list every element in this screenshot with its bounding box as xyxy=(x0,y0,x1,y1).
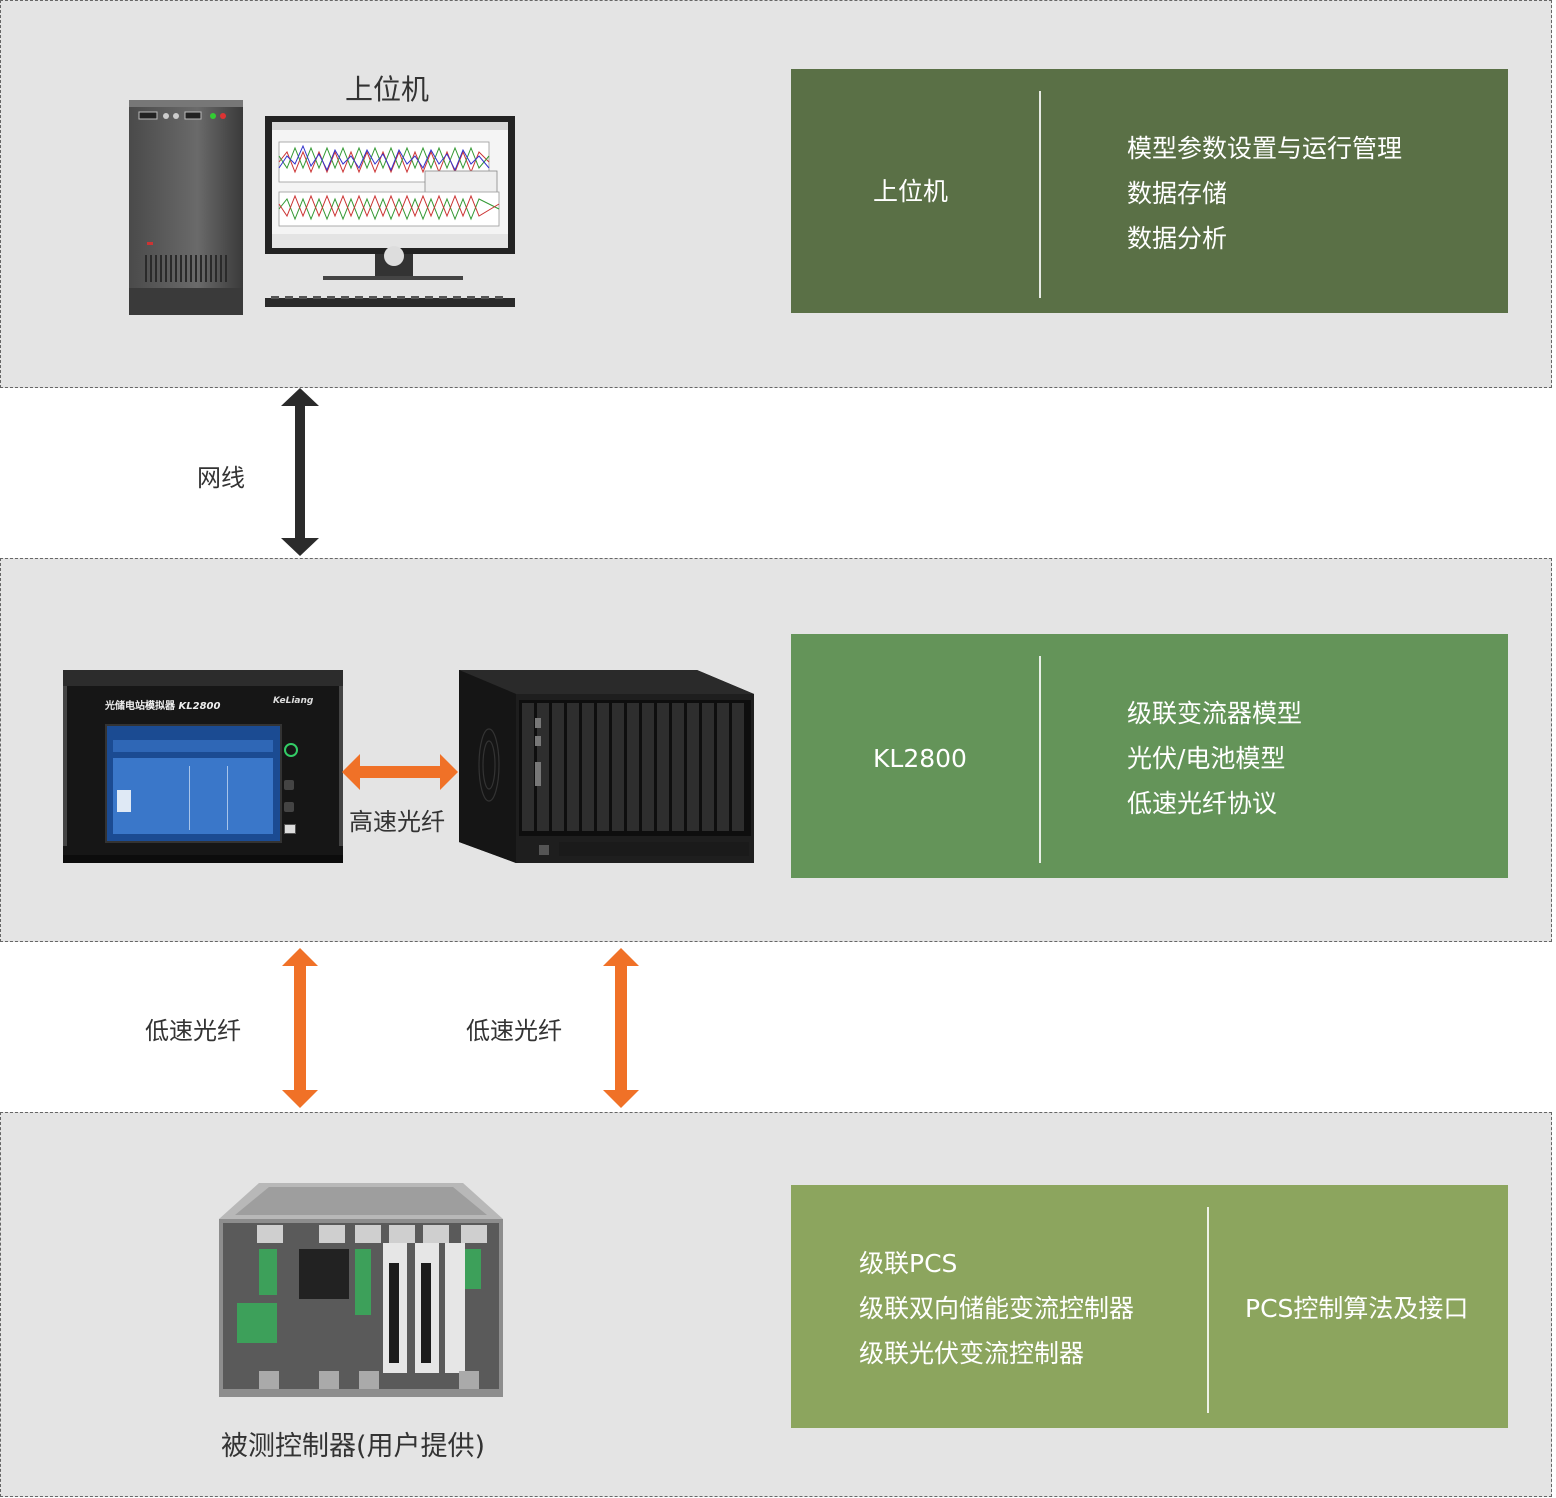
controller-type-1: 级联PCS xyxy=(859,1249,958,1278)
simulator-io-chassis xyxy=(459,670,756,865)
usb-port-icon xyxy=(284,824,296,834)
pc-tower-image xyxy=(129,100,243,315)
simulator-function-1: 级联变流器模型 xyxy=(1127,699,1303,728)
simulator-title-label: 光储电站模拟器 KL2800 xyxy=(105,701,221,712)
panel-divider xyxy=(1207,1207,1209,1413)
low-speed-fiber-label-left: 低速光纤 xyxy=(145,1017,241,1045)
network-cable-label: 网线 xyxy=(197,464,245,492)
panel-divider xyxy=(1039,656,1041,863)
simulator-panel-title: KL2800 xyxy=(873,744,967,773)
low-speed-fiber-label-right: 低速光纤 xyxy=(466,1017,562,1045)
host-computer-panel: 上位机 模型参数设置与运行管理 数据存储 数据分析 xyxy=(791,69,1508,313)
controller-panel: 级联PCS 级联双向储能变流控制器 级联光伏变流控制器 PCS控制算法及接口 xyxy=(791,1185,1508,1428)
front-button-1 xyxy=(284,780,294,790)
host-function-1: 模型参数设置与运行管理 xyxy=(1127,134,1403,163)
controller-under-test-image xyxy=(219,1183,503,1397)
low-speed-fiber-arrow-left xyxy=(282,948,318,1108)
low-speed-fiber-arrow-right xyxy=(603,948,639,1108)
controller-type-2: 级联双向储能变流控制器 xyxy=(859,1294,1135,1323)
network-cable-arrow xyxy=(281,388,319,556)
simulator-touchscreen xyxy=(105,724,282,843)
power-indicator-icon xyxy=(284,743,298,757)
host-computer-title: 上位机 xyxy=(345,73,430,106)
host-function-2: 数据存储 xyxy=(1127,179,1228,208)
high-speed-fiber-arrow xyxy=(342,754,458,790)
simulator-function-2: 光伏/电池模型 xyxy=(1127,744,1286,773)
controller-type-3: 级联光伏变流控制器 xyxy=(859,1339,1085,1368)
monitor-image xyxy=(265,116,517,312)
panel-divider xyxy=(1039,91,1041,298)
simulator-brand-logo: KeLiang xyxy=(273,696,314,706)
controller-under-test-caption: 被测控制器(用户提供) xyxy=(221,1431,486,1462)
front-button-2 xyxy=(284,802,294,812)
simulator-front-unit: 光储电站模拟器 KL2800 KeLiang xyxy=(63,670,343,863)
host-panel-title: 上位机 xyxy=(873,177,949,206)
simulator-panel: KL2800 级联变流器模型 光伏/电池模型 低速光纤协议 xyxy=(791,634,1508,878)
host-function-3: 数据分析 xyxy=(1127,224,1228,253)
high-speed-fiber-label: 高速光纤 xyxy=(349,808,445,836)
controller-interface-label: PCS控制算法及接口 xyxy=(1245,1294,1469,1323)
simulator-function-3: 低速光纤协议 xyxy=(1127,789,1278,818)
